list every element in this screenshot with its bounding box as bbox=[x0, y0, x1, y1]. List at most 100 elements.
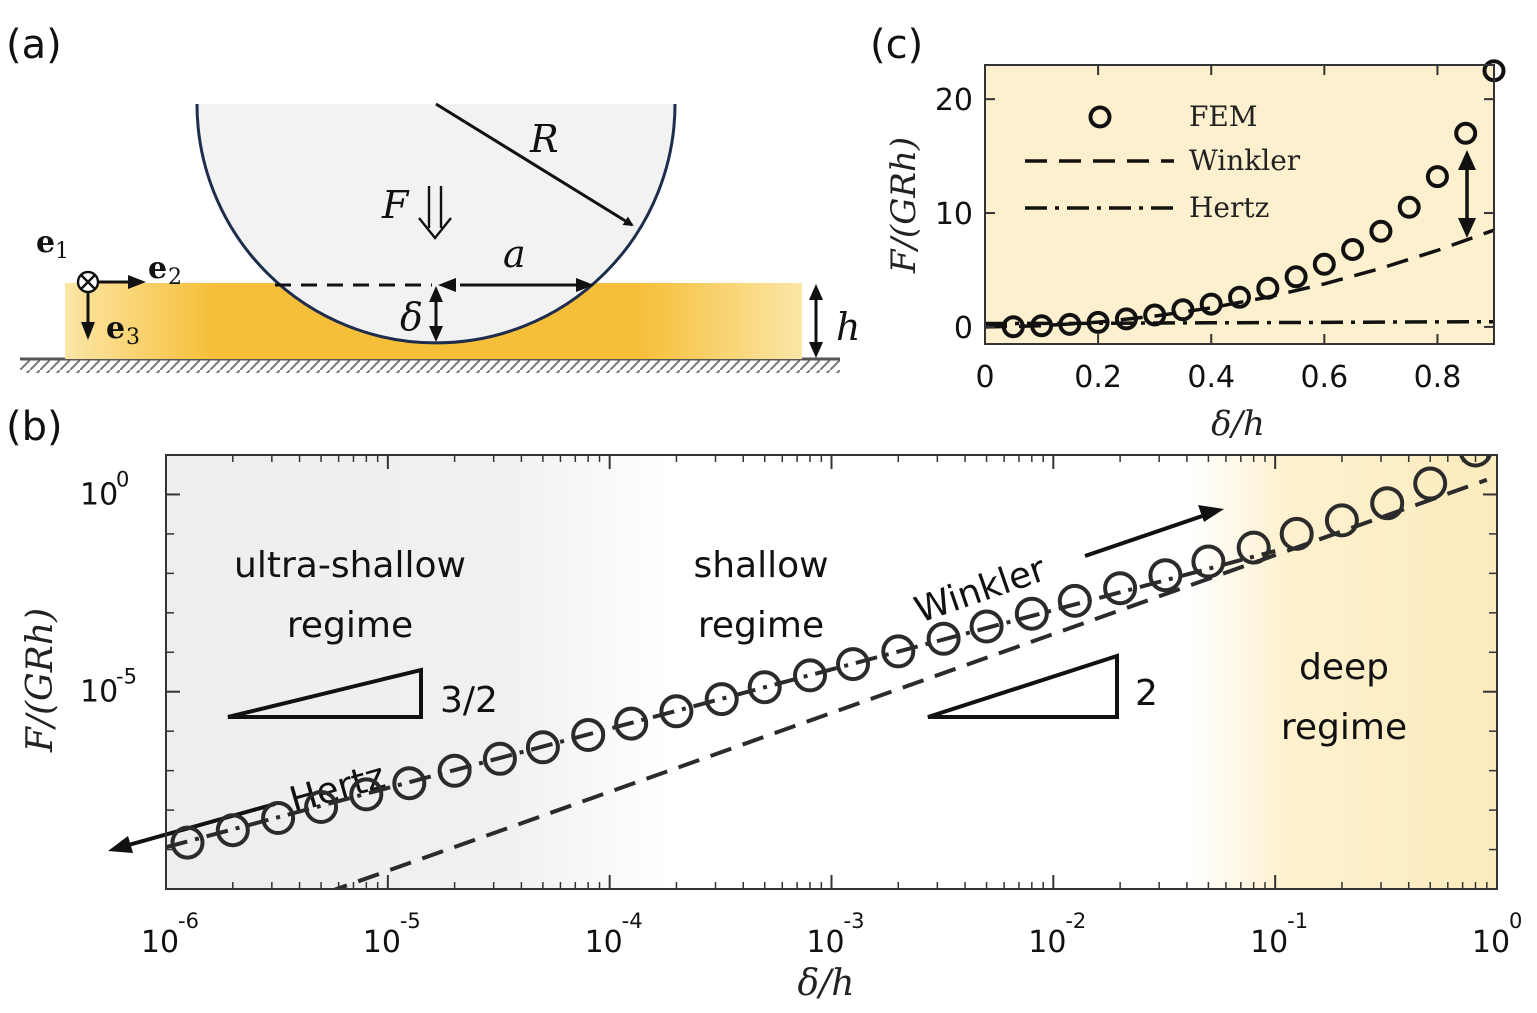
x-tick-label: 10 bbox=[1472, 925, 1510, 960]
x-tick-exponent: -1 bbox=[1287, 909, 1308, 933]
y-tick-label: 0 bbox=[954, 311, 973, 346]
panel-b-label: (b) bbox=[6, 404, 63, 450]
fem-point bbox=[1030, 314, 1054, 338]
fem-point bbox=[1191, 544, 1226, 579]
basis-e3-index: 3 bbox=[126, 325, 140, 350]
fem-point bbox=[1001, 315, 1025, 339]
panel-c-label: (c) bbox=[870, 22, 923, 68]
y-tick-exponent: 0 bbox=[116, 467, 129, 491]
x-tick-label: 0.4 bbox=[1187, 360, 1235, 395]
fem-point bbox=[1171, 298, 1195, 322]
x-tick-label: 0.6 bbox=[1300, 360, 1348, 395]
fem-point bbox=[525, 730, 560, 765]
difference-arrow-up-icon bbox=[1458, 150, 1476, 170]
regime-shallow-line2: regime bbox=[698, 605, 824, 646]
basis-e2-arrow-icon bbox=[128, 275, 146, 289]
contact-radius-symbol: a bbox=[503, 232, 526, 276]
hertz-arrow-icon bbox=[108, 836, 133, 853]
regime-shallow-line1: shallow bbox=[693, 545, 828, 586]
fem-point bbox=[747, 670, 782, 705]
force-symbol: F bbox=[381, 183, 410, 227]
fem-point bbox=[304, 790, 339, 824]
x-tick-label: 0.8 bbox=[1414, 360, 1462, 395]
thickness-arrow-up-icon bbox=[809, 284, 823, 300]
fem-point bbox=[926, 621, 961, 656]
y-tick-label: 10 bbox=[80, 477, 118, 512]
fem-point bbox=[1199, 292, 1223, 316]
y-tick-label: 10 bbox=[935, 197, 973, 232]
fem-point bbox=[1397, 195, 1421, 219]
contact-arrow-left-icon bbox=[438, 278, 456, 292]
x-tick-label: 10 bbox=[1250, 925, 1288, 960]
panel-b: (b) ultra-shallow regime shallow regime … bbox=[6, 404, 1522, 1004]
fem-point bbox=[1284, 265, 1308, 289]
x-tick-exponent: -5 bbox=[400, 909, 421, 933]
fem-point bbox=[1324, 503, 1359, 538]
sphere-outline bbox=[195, 103, 677, 345]
plot-b-series bbox=[166, 455, 1492, 889]
hertz-line bbox=[166, 548, 1276, 850]
force-double-arrow-icon bbox=[418, 186, 452, 240]
difference-arrow-down-icon bbox=[1458, 218, 1476, 238]
fem-point bbox=[1086, 310, 1110, 334]
indentation-symbol: δ bbox=[400, 295, 423, 339]
basis-e3-arrow-icon bbox=[81, 322, 95, 340]
x-tick-label: 10 bbox=[806, 925, 844, 960]
winkler-arrow-icon bbox=[1198, 505, 1224, 522]
fem-point bbox=[392, 766, 427, 801]
basis-e1: e bbox=[36, 225, 55, 260]
slope-triangle-winkler bbox=[927, 653, 1119, 719]
panel-a: (a) R F a δ h bbox=[6, 22, 860, 373]
x-tick-label: 0.2 bbox=[1074, 360, 1122, 395]
x-tick-exponent: -4 bbox=[622, 909, 643, 933]
basis-e2-index: 2 bbox=[168, 265, 182, 290]
plot-c-frame bbox=[984, 64, 1495, 345]
fem-point bbox=[1114, 307, 1138, 331]
fem-point bbox=[1454, 121, 1478, 145]
hertz-arrow-line bbox=[117, 802, 276, 850]
thickness-symbol: h bbox=[836, 305, 860, 349]
plot-c-background bbox=[985, 65, 1494, 344]
basis-e2: e bbox=[148, 251, 167, 286]
winkler-arrow-line bbox=[1084, 510, 1215, 558]
regime-ultra-shallow-line2: regime bbox=[287, 605, 413, 646]
fem-point bbox=[1103, 571, 1138, 606]
thickness-arrow-down-icon bbox=[809, 342, 823, 358]
slope-label-winkler: 2 bbox=[1135, 673, 1158, 714]
radius-symbol: R bbox=[529, 117, 559, 161]
y-tick-label: 20 bbox=[935, 83, 973, 118]
out-of-plane-cross-icon bbox=[76, 270, 100, 294]
plot-c-xlabel: δ/h bbox=[1211, 404, 1265, 444]
winkler-line bbox=[330, 477, 1488, 889]
x-tick-exponent: -2 bbox=[1065, 909, 1086, 933]
sphere-fill bbox=[197, 104, 675, 343]
legend-fem-marker bbox=[1088, 105, 1112, 129]
plot-b-ylabel: F/(GRh) bbox=[20, 608, 61, 753]
fem-point bbox=[1014, 596, 1049, 631]
hertz-line bbox=[985, 319, 1494, 326]
fem-point bbox=[704, 682, 739, 717]
fem-point bbox=[659, 694, 694, 729]
regime-ultra-shallow-line1: ultra-shallow bbox=[234, 545, 466, 586]
fem-point bbox=[170, 825, 205, 860]
fem-point bbox=[1143, 303, 1167, 327]
regime-deep-line1: deep bbox=[1299, 647, 1389, 688]
fem-point bbox=[793, 658, 827, 693]
radius-arrow bbox=[435, 102, 634, 227]
basis-e1-index: 1 bbox=[55, 239, 69, 264]
plot-c-series bbox=[985, 59, 1506, 339]
slope-label-hertz: 3/2 bbox=[440, 680, 498, 721]
fem-point bbox=[437, 753, 472, 788]
x-tick-exponent: -6 bbox=[178, 909, 199, 933]
fem-point bbox=[349, 777, 384, 812]
fem-point bbox=[1312, 252, 1336, 276]
slope-triangle-hertz bbox=[227, 667, 423, 719]
fem-point bbox=[1236, 530, 1271, 565]
ground-hatch bbox=[20, 359, 840, 373]
legend-winkler-label: Winkler bbox=[1189, 144, 1301, 177]
fem-point bbox=[261, 801, 296, 835]
